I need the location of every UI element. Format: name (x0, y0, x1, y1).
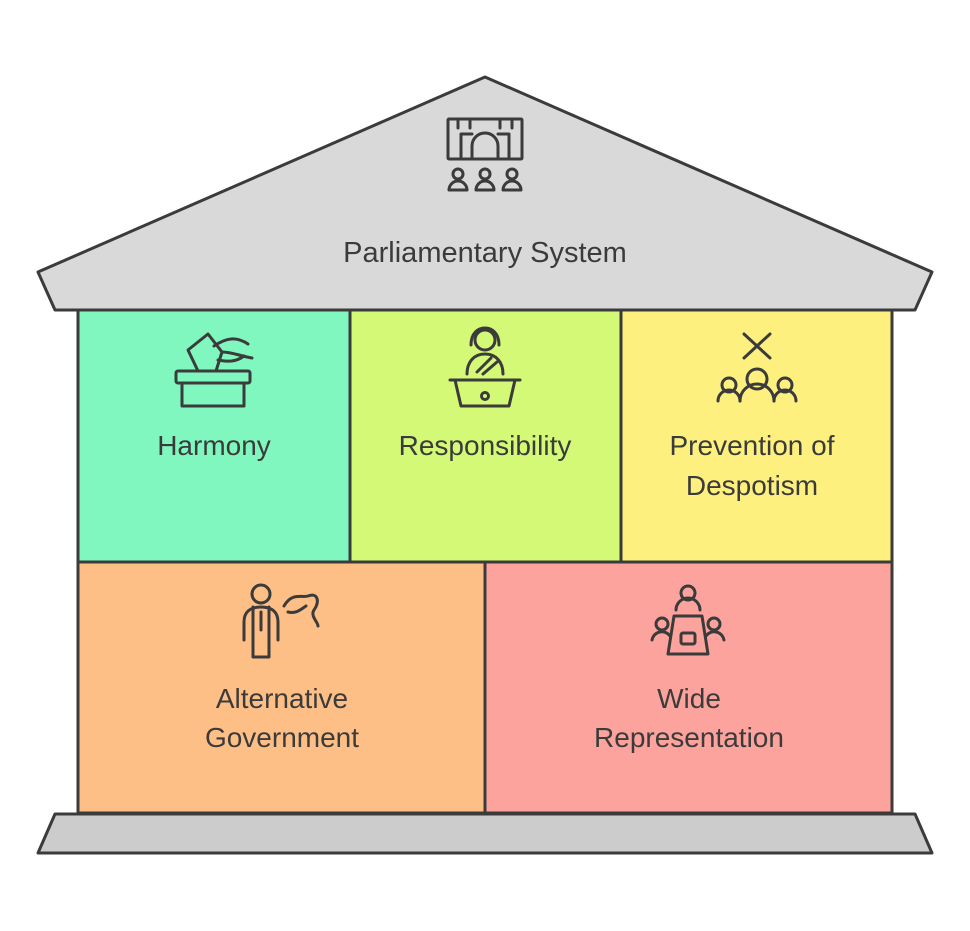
pillar-alternative-government (76, 560, 487, 815)
meeting-table-icon (650, 584, 726, 656)
person-speaking-icon (242, 583, 320, 659)
pillar-label-wide-line1: Wide (657, 683, 721, 714)
pillar-label-alternative-line2: Government (205, 722, 359, 753)
people-with-x-icon (716, 332, 798, 403)
pillar-responsibility (348, 308, 623, 564)
pillar-label-alternative-line1: Alternative (216, 683, 348, 714)
pillar-label-prevention-line2: Despotism (686, 470, 818, 501)
pillar-wide-representation (483, 560, 894, 815)
pillar-prevention-of-despotism (619, 308, 894, 564)
pillar-harmony (76, 308, 352, 564)
ballot-box-icon (174, 332, 254, 408)
page-title: Parliamentary System (343, 237, 627, 269)
pillar-label-prevention-line1: Prevention of (670, 430, 835, 461)
roof (36, 75, 934, 312)
base (36, 812, 934, 855)
pillar-label-responsibility: Responsibility (399, 430, 572, 461)
pillar-label-harmony: Harmony (157, 430, 271, 461)
parliament-chamber-icon (446, 117, 524, 192)
pillar-label-wide-line2: Representation (594, 722, 784, 753)
speaker-podium-icon (448, 326, 522, 408)
